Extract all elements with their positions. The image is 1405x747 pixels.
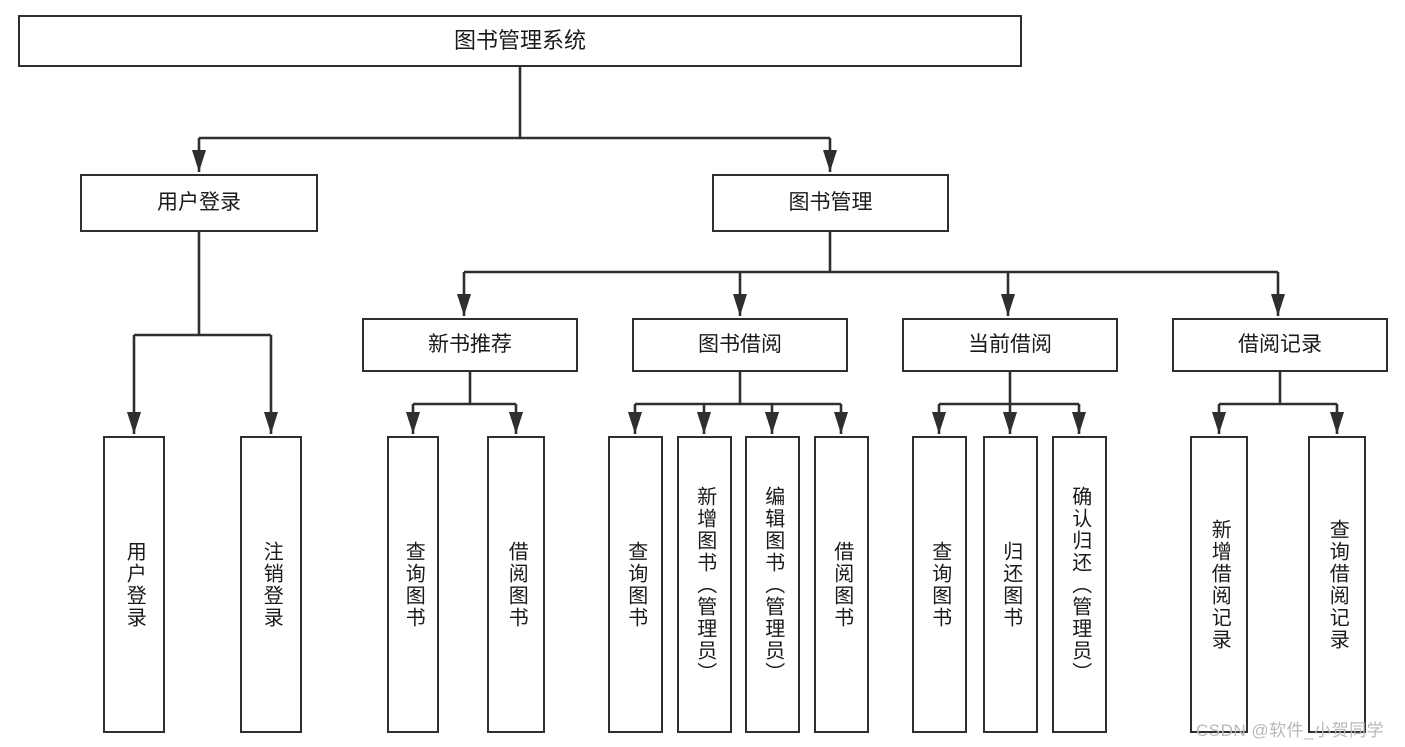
node-leaf-user-login-label: 用户登录 [123,540,146,629]
watermark: CSDN @软件_小贺同学 [1196,721,1385,740]
node-new-book-recommend-label: 新书推荐 [428,333,512,357]
arrowhead-icon [834,412,848,434]
node-book-manage[interactable]: 图书管理 [712,174,949,232]
node-leaf-borrow-book-2-label: 借阅图书 [830,540,853,629]
arrowhead-icon [127,412,141,434]
node-borrow-record[interactable]: 借阅记录 [1172,318,1388,372]
node-leaf-query-book-1-label: 查询图书 [402,540,425,629]
node-leaf-query-record[interactable]: 查询借阅记录 [1308,436,1366,733]
node-book-manage-label: 图书管理 [788,191,873,215]
node-leaf-add-record[interactable]: 新增借阅记录 [1190,436,1248,733]
arrowhead-icon [1212,412,1226,434]
node-leaf-query-book-2-label: 查询图书 [624,540,647,629]
node-leaf-query-book-3-label: 查询图书 [928,540,951,629]
node-leaf-borrow-book-1-label: 借阅图书 [505,540,528,629]
arrowhead-icon [697,412,711,434]
node-book-borrow[interactable]: 图书借阅 [632,318,848,372]
node-leaf-borrow-book-2[interactable]: 借阅图书 [814,436,869,733]
arrowhead-icon [192,150,206,172]
arrowhead-icon [628,412,642,434]
node-current-borrow-label: 当前借阅 [968,333,1052,357]
node-borrow-record-label: 借阅记录 [1238,333,1322,357]
node-leaf-logout[interactable]: 注销登录 [240,436,302,733]
node-current-borrow[interactable]: 当前借阅 [902,318,1118,372]
node-root-system[interactable]: 图书管理系统 [18,15,1022,67]
node-user-login[interactable]: 用户登录 [80,174,318,232]
node-leaf-add-book-label: 新增图书（管理员） [693,485,716,684]
arrowhead-icon [1001,294,1015,316]
node-leaf-return-book-label: 归还图书 [999,540,1022,629]
arrowhead-icon [823,150,837,172]
node-leaf-add-record-label: 新增借阅记录 [1208,518,1231,651]
arrowhead-icon [932,412,946,434]
arrowhead-icon [1271,294,1285,316]
node-user-login-label: 用户登录 [157,191,241,215]
node-leaf-query-book-1[interactable]: 查询图书 [387,436,439,733]
node-new-book-recommend[interactable]: 新书推荐 [362,318,578,372]
node-leaf-user-login[interactable]: 用户登录 [103,436,165,733]
arrowhead-icon [406,412,420,434]
node-leaf-query-book-2[interactable]: 查询图书 [608,436,663,733]
arrowhead-icon [457,294,471,316]
node-leaf-confirm-return-label: 确认归还（管理员） [1068,485,1091,684]
node-leaf-edit-book-label: 编辑图书（管理员） [761,485,784,684]
arrowhead-icon [264,412,278,434]
arrowhead-icon [1072,412,1086,434]
arrowhead-icon [1330,412,1344,434]
arrowhead-icon [1003,412,1017,434]
node-book-borrow-label: 图书借阅 [698,333,782,357]
node-leaf-query-book-3[interactable]: 查询图书 [912,436,967,733]
node-leaf-return-book[interactable]: 归还图书 [983,436,1038,733]
arrowhead-icon [509,412,523,434]
node-leaf-query-record-label: 查询借阅记录 [1326,518,1349,651]
node-leaf-logout-label: 注销登录 [260,540,283,629]
node-leaf-borrow-book-1[interactable]: 借阅图书 [487,436,545,733]
node-leaf-edit-book[interactable]: 编辑图书（管理员） [745,436,800,733]
node-leaf-add-book[interactable]: 新增图书（管理员） [677,436,732,733]
arrowhead-icon [765,412,779,434]
node-root-system-label: 图书管理系统 [453,27,586,53]
arrowhead-icon [733,294,747,316]
node-leaf-confirm-return[interactable]: 确认归还（管理员） [1052,436,1107,733]
